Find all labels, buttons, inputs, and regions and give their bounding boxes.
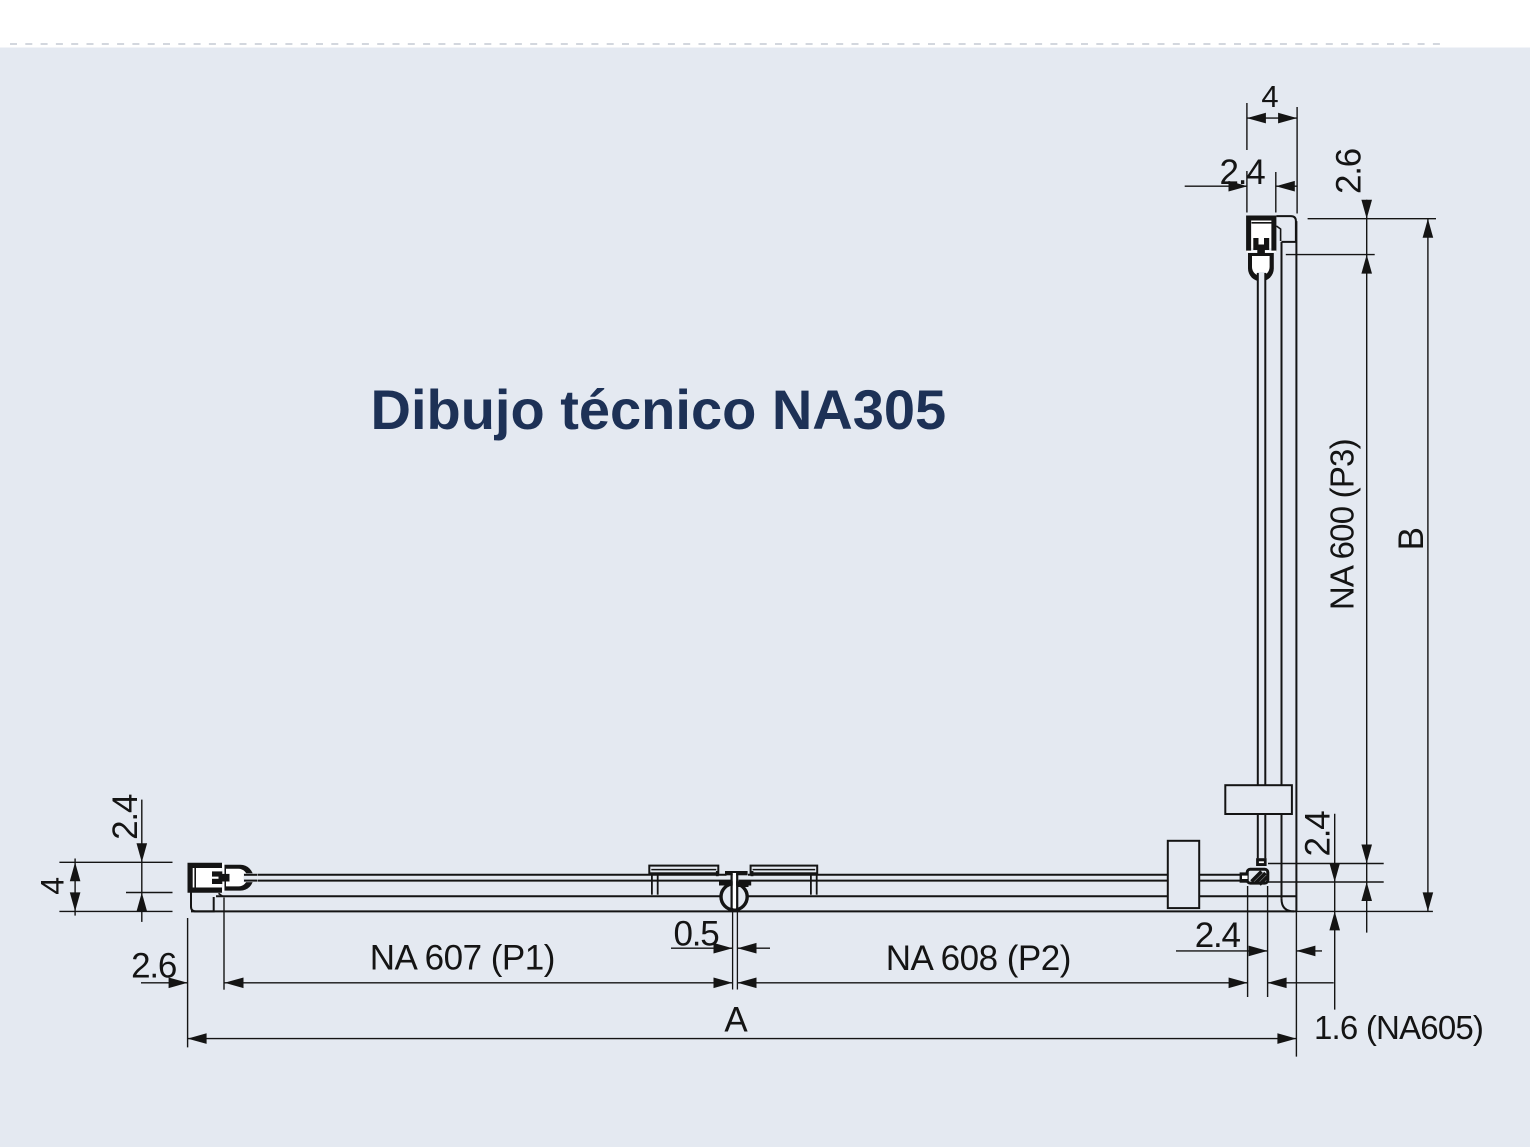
svg-text:NA 607 (P1): NA 607 (P1): [370, 939, 555, 978]
svg-text:0.5: 0.5: [673, 915, 718, 954]
svg-text:2.6: 2.6: [1330, 149, 1369, 194]
svg-text:NA 600 (P3): NA 600 (P3): [1324, 439, 1361, 610]
svg-text:2.4: 2.4: [106, 794, 145, 840]
svg-text:4: 4: [1261, 79, 1278, 114]
svg-text:2.4: 2.4: [1195, 916, 1241, 955]
svg-text:2.6: 2.6: [131, 947, 176, 986]
svg-text:NA 608 (P2): NA 608 (P2): [886, 939, 1071, 978]
svg-text:A: A: [724, 1000, 748, 1039]
svg-text:1.6 (NA605): 1.6 (NA605): [1314, 1009, 1483, 1046]
svg-text:2.4: 2.4: [1299, 811, 1338, 857]
svg-text:4: 4: [34, 877, 70, 895]
svg-text:Dibujo técnico NA305: Dibujo técnico NA305: [371, 378, 947, 441]
svg-text:2.4: 2.4: [1219, 153, 1265, 192]
svg-text:B: B: [1392, 527, 1431, 550]
